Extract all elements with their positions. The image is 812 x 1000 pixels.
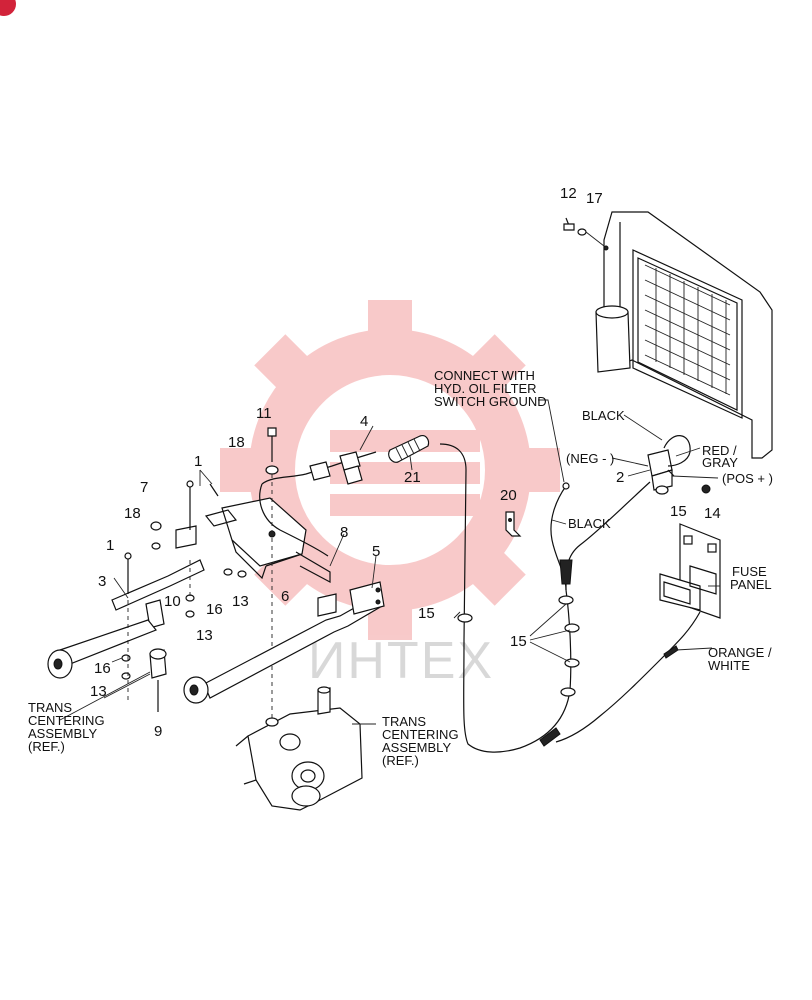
callout-15a: 15 — [418, 605, 435, 622]
callout-13a: 13 — [232, 593, 249, 610]
callout-17: 17 — [586, 190, 603, 207]
callout-12: 12 — [560, 185, 577, 202]
linkage-right — [183, 581, 385, 704]
trans-housing — [235, 686, 363, 811]
leader-lines — [59, 399, 720, 725]
label-trans-left-3: ASSEMBLY — [28, 726, 97, 741]
orange-white-wire — [555, 611, 701, 743]
nut-14-icon — [701, 484, 711, 494]
clip-15-icon — [457, 595, 580, 697]
label-trans-right-1: TRANS — [382, 714, 426, 729]
main-harness-wire — [439, 443, 572, 753]
callout-21: 21 — [404, 469, 421, 486]
nut-7-icon — [150, 521, 162, 550]
callout-16a: 16 — [206, 601, 223, 618]
callout-18b: 18 — [124, 505, 141, 522]
callout-4: 4 — [360, 413, 368, 430]
callout-15b: 15 — [510, 633, 527, 650]
label-trans-right-2: CENTERING — [382, 727, 459, 742]
label-red-gray-2: GRAY — [702, 455, 738, 470]
callout-numbers: 12 17 11 18 4 21 1 7 18 1 3 10 16 13 13 … — [90, 185, 721, 740]
watermark-logo: ИНТЕХ — [220, 300, 560, 690]
label-trans-right-4: (REF.) — [382, 753, 419, 768]
label-trans-left-1: TRANS — [28, 700, 72, 715]
callout-8: 8 — [340, 524, 348, 541]
callout-1a: 1 — [194, 453, 202, 470]
wire-sleeve-icon — [559, 559, 573, 585]
label-black-mid: BLACK — [568, 516, 611, 531]
sleeve-21-icon — [388, 435, 430, 463]
callout-9: 9 — [154, 723, 162, 740]
washer-17-icon — [577, 228, 587, 236]
linkage-left — [47, 525, 205, 712]
switch-assembly-2 — [647, 435, 691, 491]
callout-13c: 13 — [90, 683, 107, 700]
black-wire — [565, 481, 651, 591]
fuse-panel — [659, 523, 721, 619]
label-connect-1: CONNECT WITH — [434, 368, 535, 383]
callout-3: 3 — [98, 573, 106, 590]
callout-1b: 1 — [106, 537, 114, 554]
callout-18a: 18 — [228, 434, 245, 451]
clip-15-switch-icon — [655, 485, 669, 495]
label-connect-2: HYD. OIL FILTER — [434, 381, 537, 396]
bolt-11-icon — [267, 427, 277, 462]
washer-18-icon — [265, 465, 279, 475]
callout-5: 5 — [372, 543, 380, 560]
label-neg: (NEG - ) — [566, 451, 614, 466]
pdf-badge-icon — [0, 0, 16, 16]
callout-14: 14 — [704, 505, 721, 522]
clip-20-icon — [505, 511, 522, 537]
label-orange-2: WHITE — [708, 658, 750, 673]
label-orange-1: ORANGE / — [708, 645, 772, 660]
text-labels: CONNECT WITH HYD. OIL FILTER SWITCH GROU… — [28, 368, 773, 768]
callout-13b: 13 — [196, 627, 213, 644]
callout-2: 2 — [616, 469, 624, 486]
label-fuse-2: PANEL — [730, 577, 772, 592]
radiator-panel — [595, 211, 773, 459]
callout-6: 6 — [281, 588, 289, 605]
label-connect-3: SWITCH GROUND — [434, 394, 547, 409]
callout-15c: 15 — [670, 503, 687, 520]
callout-10: 10 — [164, 593, 181, 610]
label-pos: (POS + ) — [722, 471, 773, 486]
bolt-1-icon — [124, 480, 219, 594]
callout-11: 11 — [256, 405, 272, 422]
connector-harness-4 — [259, 451, 377, 557]
callout-7: 7 — [140, 479, 148, 496]
label-black-top: BLACK — [582, 408, 625, 423]
label-trans-right-3: ASSEMBLY — [382, 740, 451, 755]
label-red-gray-1: RED / — [702, 443, 737, 458]
callout-20: 20 — [500, 487, 517, 504]
callout-16b: 16 — [94, 660, 111, 677]
bolt-12-icon — [563, 217, 575, 231]
bracket-6 — [204, 497, 331, 583]
label-fuse-1: FUSE — [732, 564, 767, 579]
label-trans-left-4: (REF.) — [28, 739, 65, 754]
label-trans-left-2: CENTERING — [28, 713, 105, 728]
watermark-text: ИНТЕХ — [308, 632, 494, 690]
